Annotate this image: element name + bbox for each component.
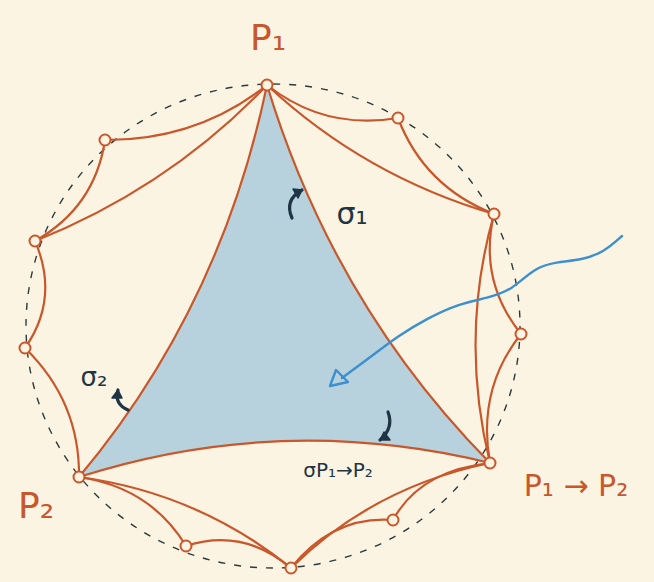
rotation-label: σ₁ [336, 197, 367, 232]
ideal-vertex [286, 563, 297, 574]
geodesic-arc [267, 85, 490, 463]
rotation-arrow [290, 190, 302, 218]
rotation-label: σP₁→P₂ [303, 459, 373, 482]
ideal-vertex [516, 329, 527, 340]
geodesic-arc [398, 118, 494, 214]
geodesic-arc [490, 214, 521, 334]
geodesic-arc [25, 348, 79, 477]
shaded-triangle [79, 85, 490, 477]
geodesic-arc [79, 85, 267, 477]
rotation-arrow [380, 412, 390, 440]
geodesic-arc [487, 334, 521, 463]
geodesic-arc [79, 441, 490, 477]
vertex-label: P₂ [18, 485, 54, 526]
pointer-arrowhead [330, 370, 348, 386]
geodesic-arc [291, 520, 393, 568]
pointer-squiggle [342, 236, 622, 378]
ideal-vertex [74, 472, 85, 483]
ideal-vertex [262, 80, 273, 91]
ideal-vertex [30, 236, 41, 247]
geodesic-arc [35, 85, 267, 241]
geodesic-arc [25, 241, 45, 348]
geodesic-arc [186, 540, 291, 568]
geodesic-arc [79, 477, 291, 568]
geodesic-arc [476, 214, 494, 463]
ideal-vertex [489, 209, 500, 220]
rotation-arrowhead [112, 390, 122, 398]
ideal-vertex [100, 135, 111, 146]
rotation-arrowhead [293, 189, 302, 198]
ideal-vertex [181, 541, 192, 552]
rotation-label: σ₂ [81, 363, 108, 393]
rotation-arrowhead [380, 432, 390, 440]
geodesic-arc [393, 463, 490, 520]
ideal-vertex [393, 113, 404, 124]
geodesic-arc [105, 85, 267, 140]
geodesic-arc [267, 85, 494, 214]
ideal-vertex [388, 515, 399, 526]
ideal-vertex [20, 343, 31, 354]
vertex-label: P₁ → P₂ [524, 469, 628, 504]
boundary-circle [26, 84, 520, 568]
vertex-label: P₁ [250, 17, 286, 58]
ideal-vertex [485, 458, 496, 469]
